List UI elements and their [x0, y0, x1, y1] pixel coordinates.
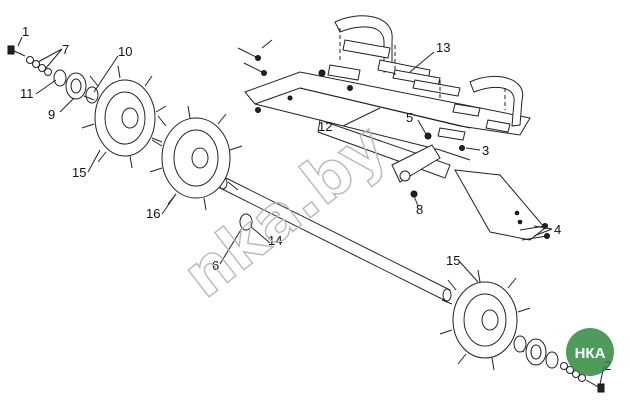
watermark-badge: НКА	[566, 328, 614, 376]
callout-6: 6	[212, 258, 219, 273]
callout-8: 8	[416, 202, 423, 217]
slotted-plates	[327, 39, 511, 141]
callout-16: 16	[146, 206, 160, 221]
callout-7: 7	[62, 42, 69, 57]
callout-9: 9	[48, 107, 55, 122]
left-hub-hardware	[7, 45, 99, 104]
callout-11: 11	[20, 86, 34, 101]
wheel-15-right	[439, 269, 531, 371]
right-hub-hardware	[513, 335, 605, 393]
callout-3: 3	[482, 143, 489, 158]
callout-4: 4	[554, 222, 561, 237]
frame-bolts	[237, 39, 550, 241]
callout-15-right: 15	[446, 253, 460, 268]
callout-5: 5	[406, 110, 413, 125]
callout-1: 1	[22, 24, 29, 39]
frame-assembly	[237, 15, 550, 241]
callout-13: 13	[436, 40, 450, 55]
callout-labels: 1 7 10 11 9 15 16 12 13 5 3 8 4 14 6 15 …	[20, 24, 611, 373]
callout-10: 10	[118, 44, 132, 59]
wheel-15-left	[81, 65, 167, 169]
callout-15-left: 15	[72, 165, 86, 180]
callout-12: 12	[318, 119, 332, 134]
axle-ring	[239, 213, 253, 231]
watermark-badge-text: НКА	[575, 345, 606, 362]
wheel-16	[149, 105, 243, 211]
callout-14: 14	[268, 233, 282, 248]
